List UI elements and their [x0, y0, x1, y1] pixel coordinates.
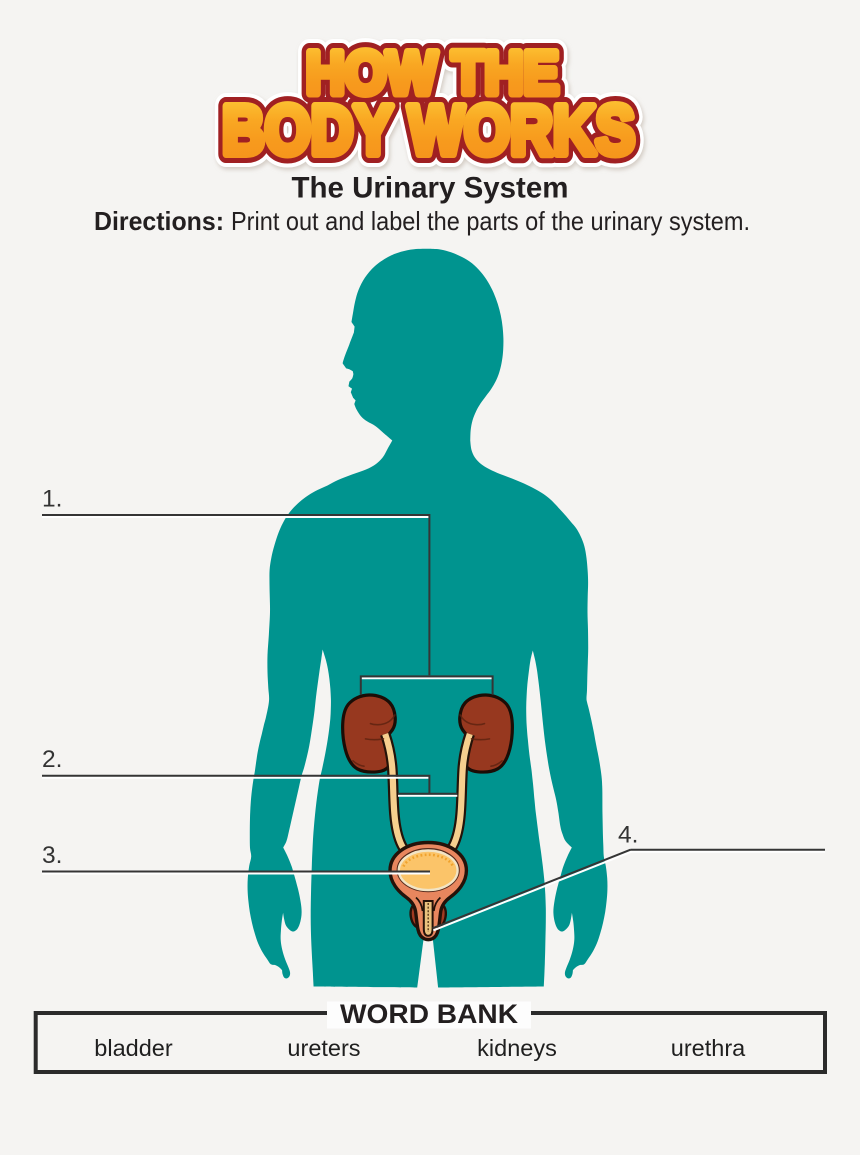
svg-text:urethra: urethra — [671, 1035, 746, 1061]
svg-text:BODY WORKS: BODY WORKS — [222, 91, 635, 169]
svg-text:Directions:: Directions: — [94, 206, 224, 236]
svg-text:ureters: ureters — [287, 1035, 360, 1061]
svg-text:2.: 2. — [42, 746, 62, 773]
svg-text:WORD BANK: WORD BANK — [340, 999, 519, 1029]
svg-text:BODY WORKS: BODY WORKS — [222, 91, 635, 169]
svg-text:4.: 4. — [618, 822, 638, 849]
svg-text:1.: 1. — [42, 486, 62, 513]
svg-text:HOW THE: HOW THE — [306, 39, 559, 107]
svg-text:HOW THE: HOW THE — [306, 39, 559, 107]
svg-text:bladder: bladder — [94, 1035, 173, 1061]
svg-text:3.: 3. — [42, 842, 62, 869]
svg-text:BODY WORKS: BODY WORKS — [222, 91, 635, 169]
svg-text:Print out and label the parts: Print out and label the parts of the uri… — [231, 206, 750, 236]
svg-text:kidneys: kidneys — [477, 1035, 557, 1061]
svg-text:HOW THE: HOW THE — [306, 39, 559, 107]
svg-text:The Urinary System: The Urinary System — [292, 172, 569, 205]
